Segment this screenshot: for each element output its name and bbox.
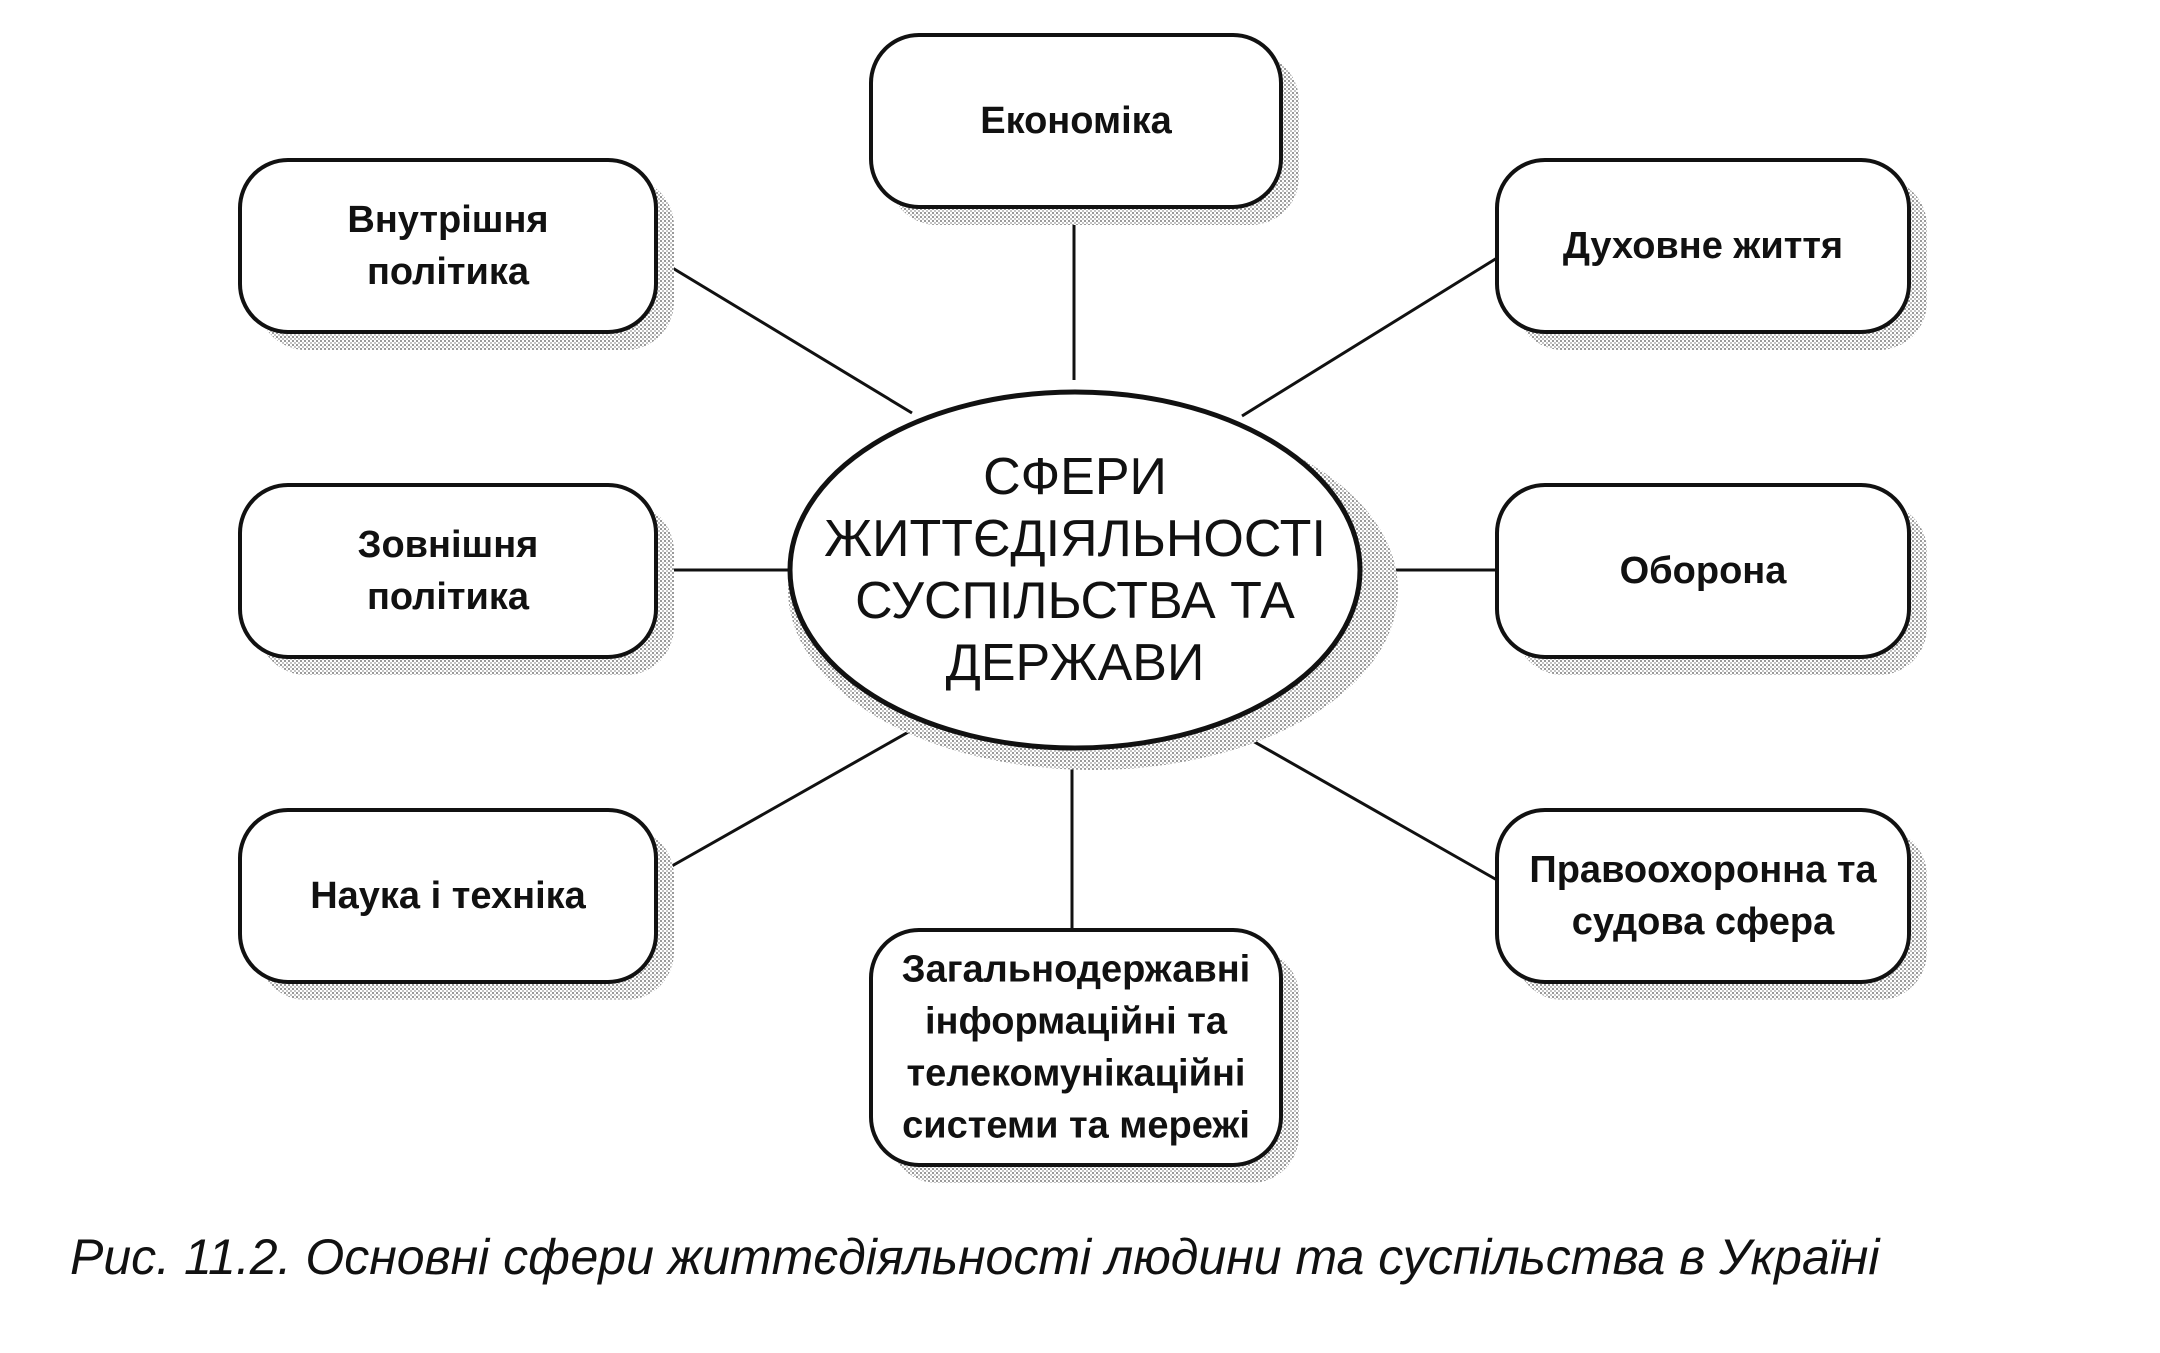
node-box [1495, 483, 1911, 659]
center-label-line: ДЕРЖАВИ [946, 634, 1205, 692]
node-label-line: Зовнішня [358, 524, 539, 566]
node-pravookhoronna-sfera: Правоохоронна та судова сфера [1495, 808, 1927, 1000]
node-label-line: інформаційні та [925, 1001, 1228, 1043]
node-label-line: Правоохоронна та [1529, 849, 1877, 891]
node-box [1495, 158, 1911, 334]
node-box [238, 808, 658, 984]
center-label-line: ЖИТТЄДІЯЛЬНОСТІ [824, 510, 1326, 568]
connector-nauka-i-tekhnika [655, 728, 913, 877]
node-label-line: Духовне життя [1563, 225, 1843, 267]
node-label-line: Загальнодержавні [902, 949, 1250, 991]
connector-dukhovne-zhyttia [1241, 256, 1498, 418]
connector-lines [655, 206, 1498, 930]
node-label-line: Внутрішня [347, 199, 548, 241]
node-label-line: політика [367, 251, 530, 293]
node-zovnishnia-polityka: Зовнішня політика [238, 483, 674, 675]
figure-caption: Рис. 11.2. Основні сфери життєдіяльності… [70, 1229, 1880, 1285]
node-nauka-i-tekhnika: Наука і техніка [238, 808, 674, 1000]
node-label-line: системи та мережі [902, 1105, 1250, 1147]
node-label-line: судова сфера [1572, 901, 1835, 943]
node-label-line: Оборона [1620, 550, 1788, 592]
center-label-line: СУСПІЛЬСТВА ТА [855, 572, 1295, 630]
node-box [869, 33, 1283, 209]
node-box [1495, 808, 1911, 984]
node-oborona: Оборона [1495, 483, 1927, 675]
node-label-line: політика [367, 576, 530, 618]
node-label-line: Наука і техніка [310, 875, 586, 917]
node-dukhovne-zhyttia: Духовне життя [1495, 158, 1927, 350]
node-box [869, 928, 1283, 1167]
center-label-line: СФЕРИ [983, 448, 1167, 506]
node-vnutrishnia-polityka: Внутрішня політика [238, 158, 674, 350]
node-informatsiini-systemy: Загальнодержавні інформаційні та телекомун… [869, 928, 1299, 1183]
node-box [238, 483, 658, 659]
connector-vnutrishnia-polityka [655, 256, 913, 415]
connector-pravookhoronna-sfera [1229, 726, 1498, 882]
node-label-line: Економіка [980, 100, 1172, 142]
node-ekonomika: Економіка [869, 33, 1299, 225]
node-box [238, 158, 658, 334]
node-label-line: телекомунікаційні [907, 1053, 1246, 1095]
